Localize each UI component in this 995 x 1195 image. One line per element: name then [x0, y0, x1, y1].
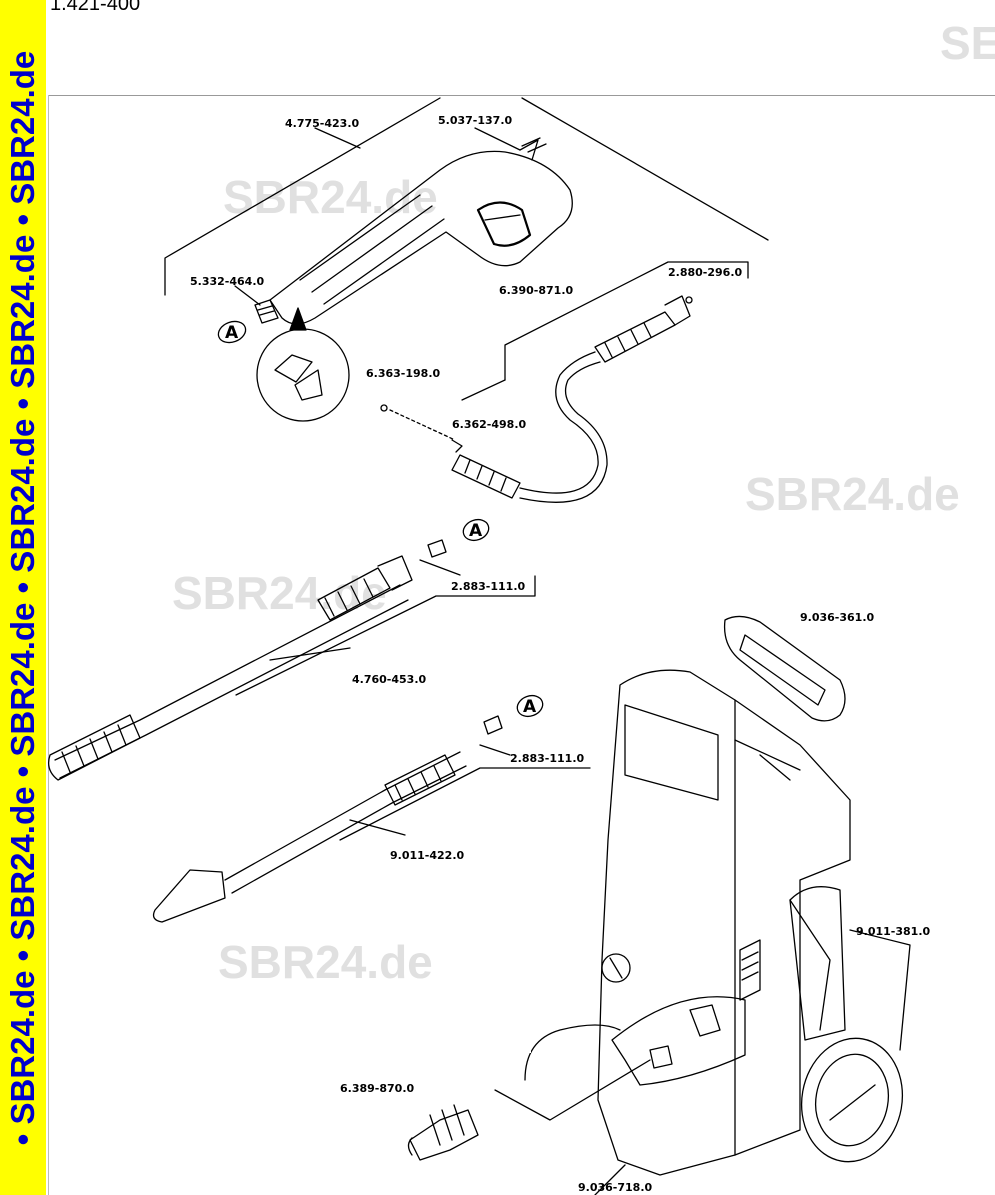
spray-lance-1 [47, 539, 447, 781]
part-label: 2.883-111.0 [451, 580, 525, 593]
spray-lance-2 [152, 715, 503, 923]
part-label: 9.036-718.0 [578, 1181, 652, 1194]
gun-assembly-bracket [164, 97, 769, 296]
frame-top-line [48, 95, 995, 96]
detail-view-circle [256, 307, 350, 422]
watermark-corner: SE [940, 17, 995, 69]
part-label: 6.362-498.0 [452, 418, 526, 431]
thread-insert [254, 299, 279, 324]
part-label: 4.760-453.0 [352, 673, 426, 686]
part-label: 9.011-422.0 [390, 849, 464, 862]
part-label: 9.011-381.0 [856, 925, 930, 938]
callout-a-label: A [469, 521, 483, 541]
water-inlet [407, 1024, 621, 1161]
hose-bracket [461, 261, 749, 401]
part-label: 4.775-423.0 [285, 117, 359, 130]
callout-a-ellipse [462, 518, 490, 542]
callout-a-ellipse [217, 320, 247, 344]
part-label: 6.389-870.0 [340, 1082, 414, 1095]
wheel-bracket [849, 929, 911, 1051]
trigger-clip [521, 137, 547, 153]
wheel [800, 1037, 904, 1163]
part-label: 5.332-464.0 [190, 275, 264, 288]
base-leader [594, 1164, 626, 1195]
part-label: 9.036-361.0 [800, 611, 874, 624]
part-label: 2.880-296.0 [668, 266, 742, 279]
high-pressure-hose [451, 295, 693, 503]
inlet-leader [494, 1059, 651, 1121]
callout-a-label: A [225, 323, 239, 343]
trigger-gun [269, 139, 573, 325]
part-label: 5.037-137.0 [438, 114, 512, 127]
pressure-washer-body [597, 669, 851, 1176]
o-ring [380, 404, 388, 412]
push-handle [723, 615, 846, 722]
callout-a-label: A [523, 697, 537, 717]
blank-label-patch [453, 1015, 531, 1053]
part-label: 2.883-111.0 [510, 752, 584, 765]
frame-left-line [48, 95, 49, 1195]
callout-a-ellipse [516, 694, 544, 718]
watermark: SBR24.de [223, 171, 438, 223]
part-label: 6.363-198.0 [366, 367, 440, 380]
part-label: 6.390-871.0 [499, 284, 573, 297]
watermark: SBR24.de [745, 468, 960, 520]
document-title: 1.421-400 [50, 0, 141, 15]
watermark: SBR24.de [218, 936, 433, 988]
hose-clip [451, 439, 463, 453]
sbr24-side-banner: • SBR24.de • SBR24.de • SBR24.de • SBR24… [0, 0, 46, 1195]
